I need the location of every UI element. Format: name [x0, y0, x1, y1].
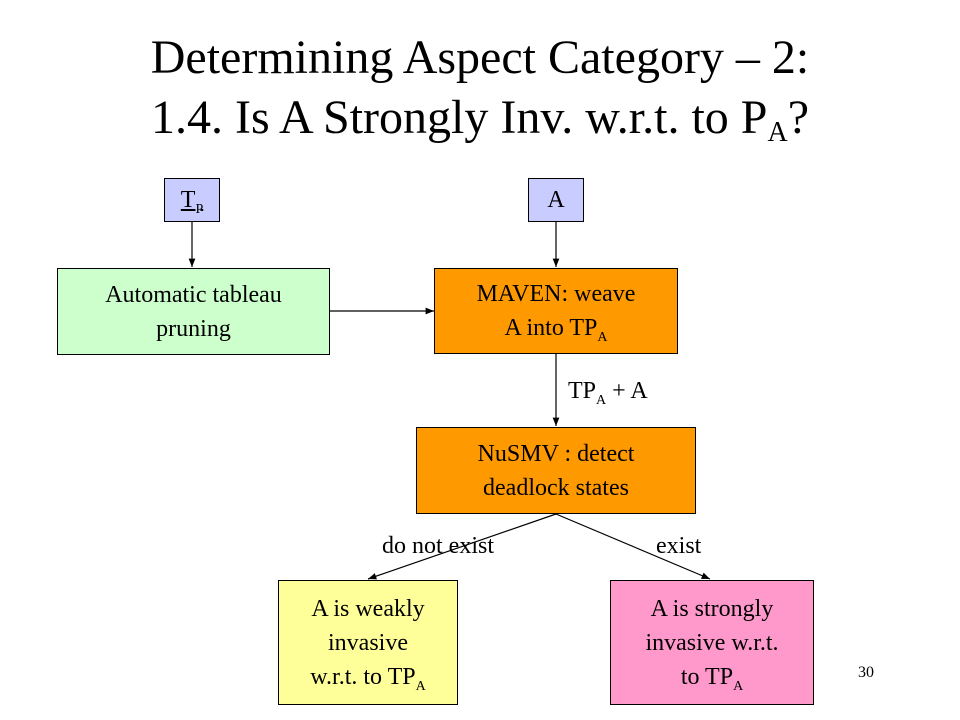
strong-line-1: A is strongly [650, 595, 774, 622]
title-line-2-sub: A [767, 117, 788, 148]
strong-line-2: invasive w.r.t. [645, 629, 779, 656]
arrow-nusmv-to-strong [555, 513, 711, 580]
maven-line-2-main: A into TP [504, 315, 598, 341]
tp-main: T [180, 187, 196, 213]
weakly-invasive-box: A is weakly invasive w.r.t. to TPA [278, 580, 458, 705]
tp-label: TP [181, 183, 203, 217]
title-line-2-main: 1.4. Is A Strongly Inv. w.r.t. to P [150, 91, 768, 144]
strong-line-3-main: to TP [680, 663, 734, 690]
title-line-2-end: ? [787, 91, 810, 144]
weak-label: A is weakly invasive w.r.t. to TPA [310, 592, 425, 694]
maven-line-2: A into TPA [477, 311, 636, 345]
strongly-invasive-box: A is strongly invasive w.r.t. to TPA [610, 580, 814, 705]
weak-line-1: A is weakly [311, 595, 425, 622]
nusmv-line-1: NuSMV : detect [477, 440, 635, 467]
title-line-2: 1.4. Is A Strongly Inv. w.r.t. to PA? [0, 88, 960, 148]
tp-box: TP [164, 178, 220, 222]
nusmv-label: NuSMV : detect deadlock states [478, 437, 635, 505]
weak-line-3-main: w.r.t. to TP [310, 663, 416, 690]
title-line-1: Determining Aspect Category – 2: [150, 31, 810, 84]
edge-tpa-sub: A [596, 393, 607, 408]
weak-line-3-sub: A [415, 678, 426, 694]
strong-label: A is strongly invasive w.r.t. to TPA [645, 592, 778, 694]
edge-tpa-rest: + A [606, 378, 648, 404]
edge-label-exist: exist [656, 533, 702, 559]
arrow-nusmv-to-weak [367, 513, 557, 580]
strong-line-3: to TPA [645, 660, 778, 694]
slide-title: Determining Aspect Category – 2: 1.4. Is… [0, 28, 960, 148]
maven-box: MAVEN: weave A into TPA [434, 268, 678, 354]
nusmv-box: NuSMV : detect deadlock states [416, 427, 696, 514]
strong-line-3-sub: A [733, 678, 744, 694]
maven-line-2-sub: A [597, 330, 608, 345]
maven-line-1: MAVEN: weave [476, 281, 636, 307]
page-number: 30 [858, 664, 874, 681]
weak-line-2: invasive [328, 629, 408, 656]
edge-label-do-not-exist: do not exist [382, 533, 494, 559]
pruning-box: Automatic tableau pruning [57, 268, 330, 355]
tp-sub: P [195, 202, 204, 217]
a-box: A [528, 178, 584, 222]
edge-tpa-main: TP [568, 378, 597, 404]
pruning-label: Automatic tableau pruning [105, 281, 282, 342]
edge-label-tpa-plus-a: TPA + A [568, 376, 648, 408]
maven-label: MAVEN: weave A into TPA [477, 277, 636, 345]
weak-line-3: w.r.t. to TPA [310, 660, 425, 694]
nusmv-line-2: deadlock states [483, 474, 629, 501]
a-label: A [547, 187, 565, 213]
